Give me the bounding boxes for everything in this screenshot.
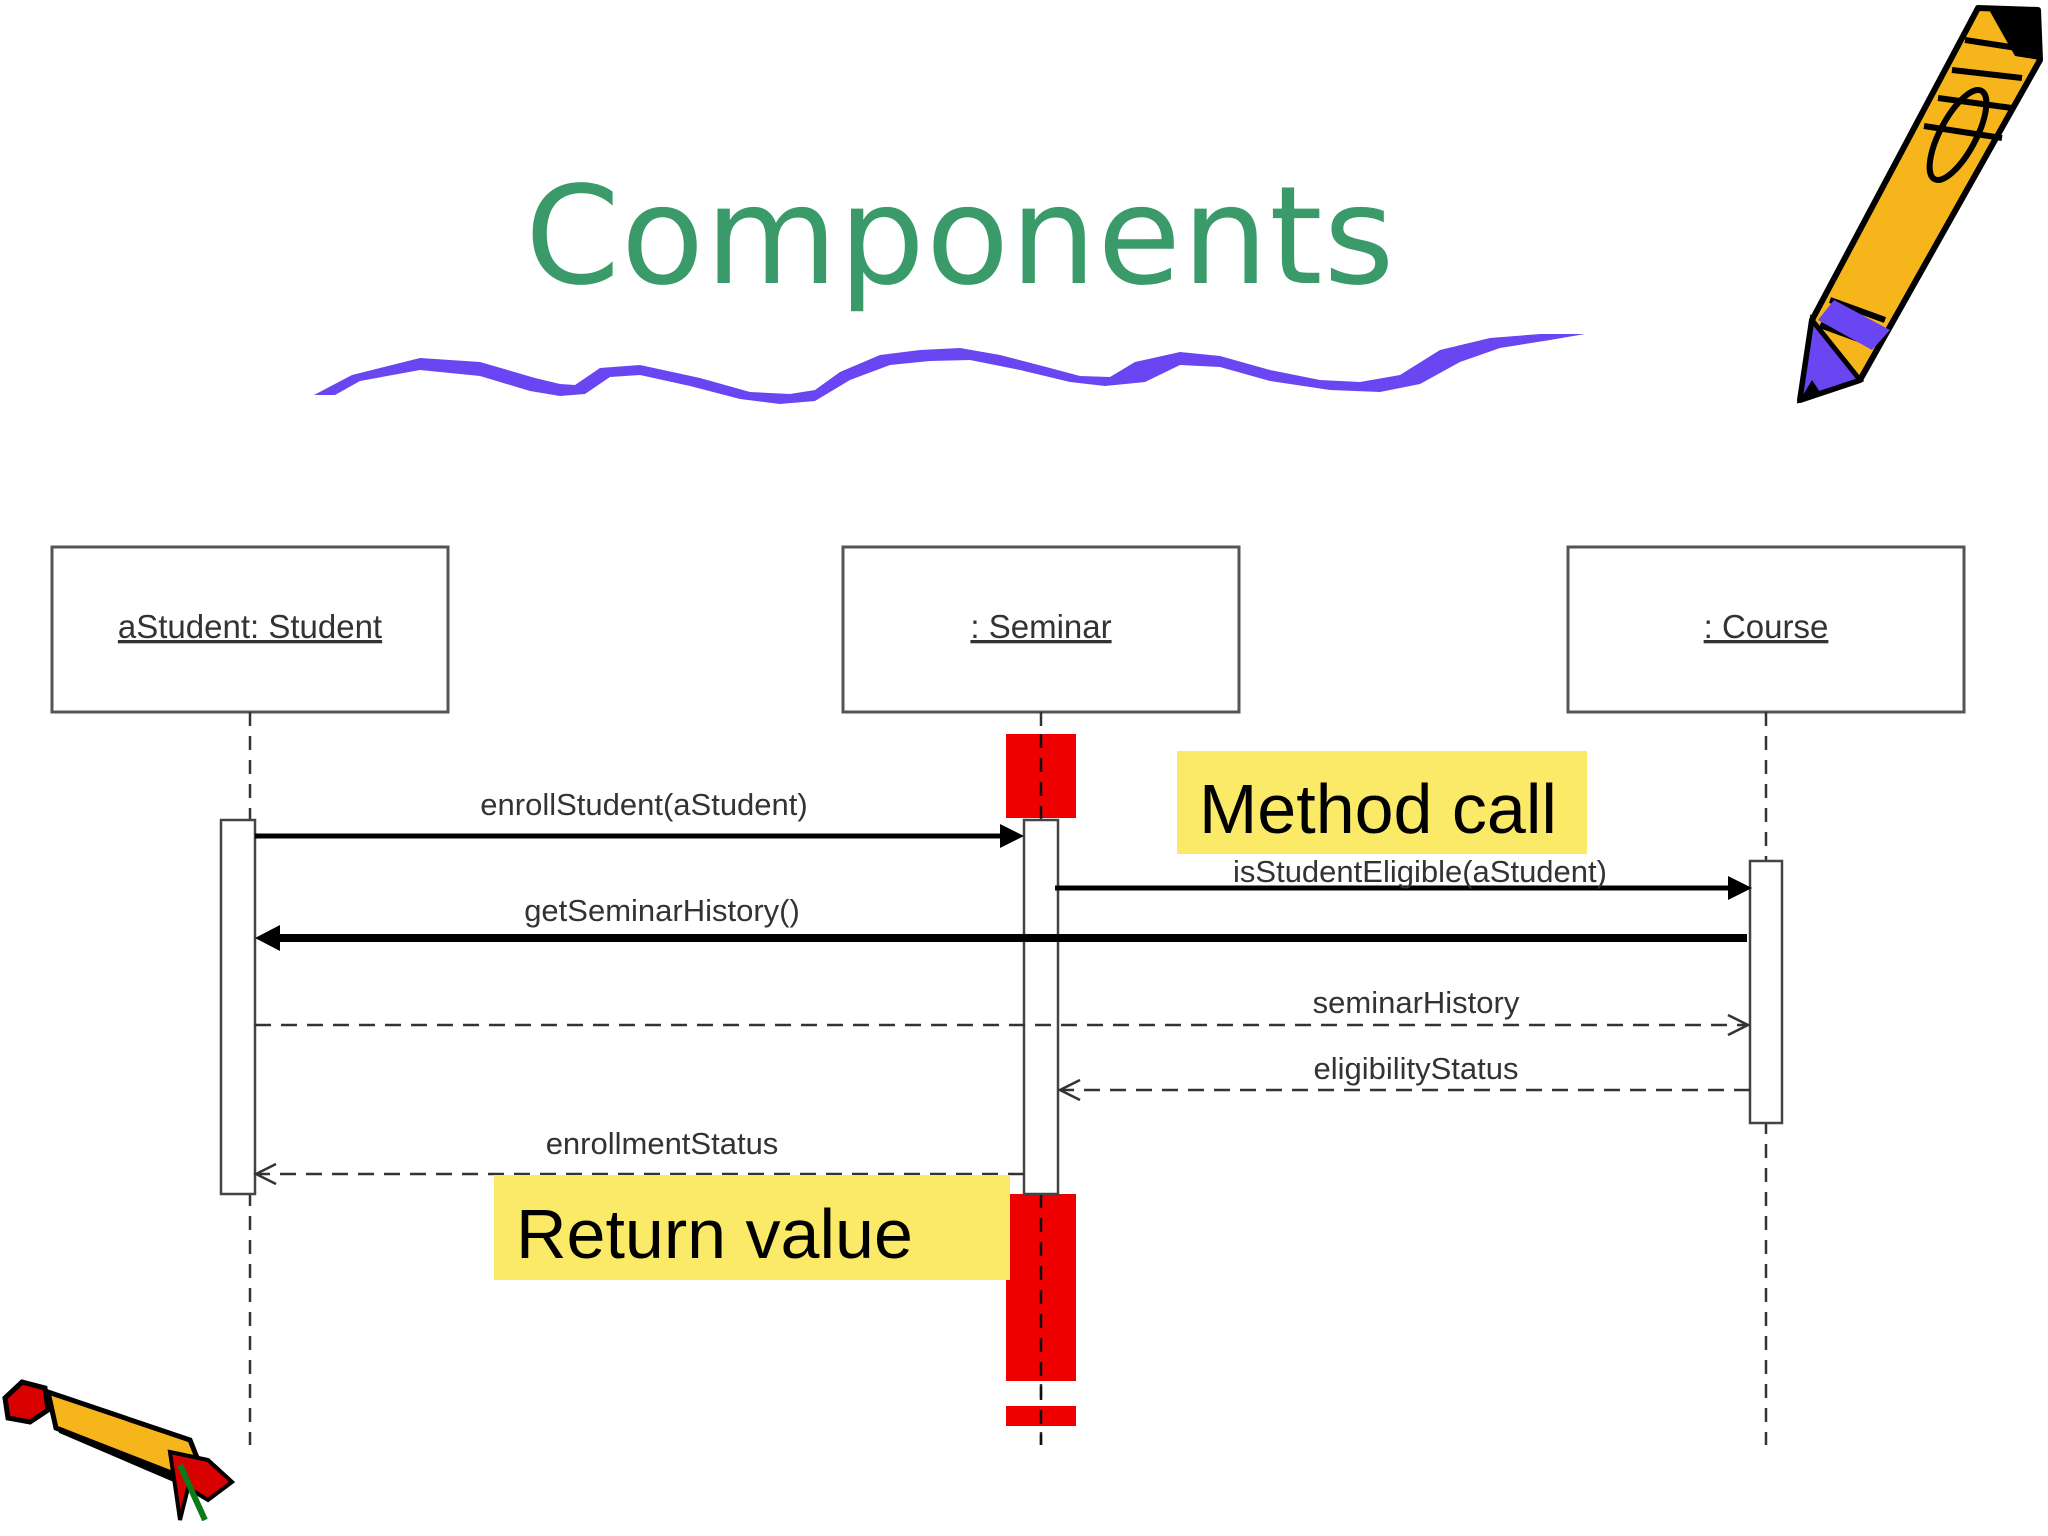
message-label: getSeminarHistory()	[524, 893, 800, 928]
arrow-head	[255, 925, 280, 951]
message-label: enrollmentStatus	[546, 1126, 779, 1161]
arrow-head	[1727, 1013, 1751, 1037]
page-title: Components	[525, 158, 1396, 316]
arrow-head	[253, 1162, 277, 1186]
pencil-icon	[1796, 5, 2043, 404]
object-label-student: aStudent: Student	[118, 608, 382, 645]
message-label: seminarHistory	[1313, 985, 1520, 1020]
activation-bar-course	[1748, 859, 1784, 1125]
callout-method-call: Method call	[1177, 751, 1587, 854]
message-label: eligibilityStatus	[1313, 1051, 1518, 1086]
arrow-head	[1728, 876, 1752, 900]
arrow-head	[1057, 1078, 1081, 1102]
object-box-course	[1566, 545, 1966, 714]
object-label-course: : Course	[1704, 608, 1829, 645]
message-label: enrollStudent(aStudent)	[480, 787, 807, 822]
pencil-icon	[2, 1379, 236, 1522]
object-box-seminar	[841, 545, 1241, 714]
message-label: isStudentEligible(aStudent)	[1233, 854, 1607, 889]
object-label-seminar: : Seminar	[970, 608, 1111, 645]
arrow-head	[1000, 824, 1024, 848]
activation-bar-seminar	[1022, 818, 1060, 1196]
object-box-student	[50, 545, 450, 714]
callout-return-value: Return value	[494, 1175, 1010, 1280]
activation-bar-student	[219, 818, 257, 1196]
